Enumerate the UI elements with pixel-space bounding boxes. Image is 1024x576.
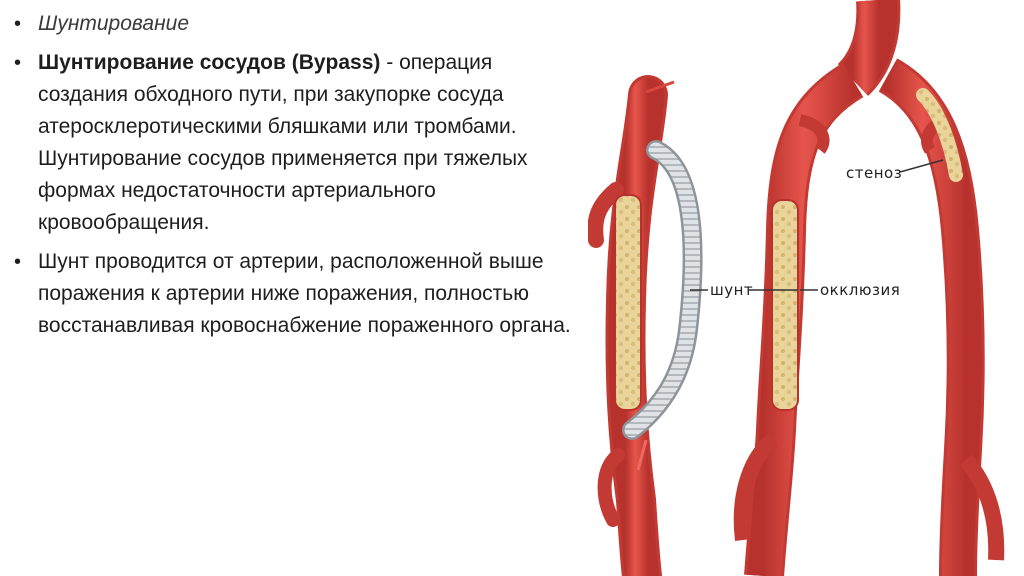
occlusion-plaque [771, 199, 799, 411]
right-artery-group [733, 0, 1005, 576]
bullet-dot: • [14, 13, 22, 35]
bullet-2-bold-term: Шунтирование сосудов (Bypass) [38, 51, 381, 74]
bypass-illustration: шунт окклюзия стеноз [588, 0, 1005, 576]
figure-labels: шунт окклюзия стеноз [690, 159, 944, 299]
bullet-3-text: Шунт проводится от артерии, расположенно… [38, 250, 571, 337]
bullet-2: • Шунтирование сосудов (Bypass) - операц… [14, 47, 574, 239]
left-occlusion-plaque [614, 194, 642, 411]
flow-arrow-top [645, 80, 675, 94]
text-column: • Шунтирование • Шунтирование сосудов (B… [14, 8, 574, 349]
bullet-1-text: Шунтирование [38, 12, 190, 35]
bullet-dot: • [14, 251, 22, 273]
bullet-dot: • [14, 52, 22, 74]
stenosis-plaque [916, 88, 963, 182]
bullet-2-text: - операция создания обходного пути, при … [38, 51, 528, 234]
bullet-1: • Шунтирование [14, 8, 574, 40]
bullet-3: • Шунт проводится от артерии, расположен… [14, 246, 574, 342]
label-stenosis: стеноз [846, 164, 902, 182]
stenosis-leader [899, 159, 944, 173]
left-branch-top [588, 182, 624, 248]
left-artery-group [588, 75, 703, 576]
label-shunt: шунт [710, 281, 753, 299]
label-occlusion: окклюзия [820, 281, 900, 299]
left-branch-bottom [597, 448, 625, 527]
